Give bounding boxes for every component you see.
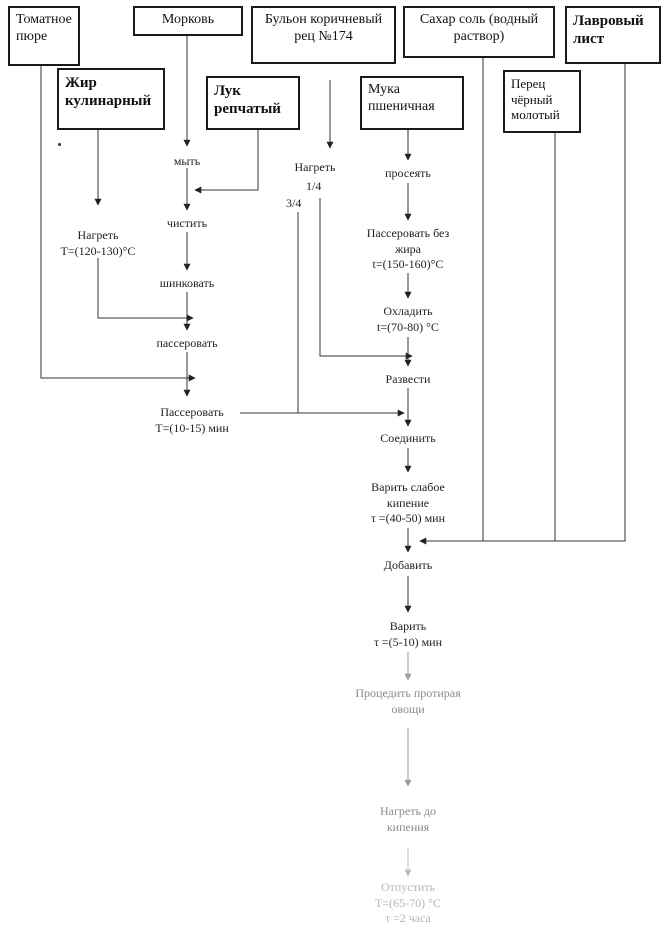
ingredient-carrot: Морковь bbox=[133, 6, 243, 36]
ingredient-fat: Жир кулинарный bbox=[57, 68, 165, 130]
broth-quarter bbox=[319, 198, 413, 360]
ingredient-carrot-label: Морковь bbox=[161, 12, 215, 27]
onion-line bbox=[194, 130, 259, 194]
ingredient-bay-leaf-label: Лавровый лист bbox=[573, 13, 644, 47]
step-strain: Процедить протирая овощи bbox=[355, 686, 461, 716]
ingredient-tomato-puree: Томатное пюре bbox=[8, 6, 80, 66]
step-boil: Варить τ =(5-10) мин bbox=[373, 619, 442, 649]
step-cool: Охладить t=(70-80) °С bbox=[377, 304, 439, 334]
step-peel: чистить bbox=[166, 216, 208, 230]
bay-leaf-line bbox=[419, 62, 626, 545]
ingredient-broth: Бульон коричневый рец №174 bbox=[251, 6, 396, 64]
step-wash: мыть bbox=[173, 154, 201, 168]
ingredient-flour-label: Мука пшеничная bbox=[368, 82, 435, 114]
step-dry-saute: Пассеровать без жира t=(150-160)°С bbox=[366, 226, 450, 272]
step-add: Добавить bbox=[383, 558, 433, 572]
stray-dot bbox=[58, 143, 61, 146]
ingredient-pepper-label: Перец чёрный молотый bbox=[511, 76, 560, 123]
ingredient-bay-leaf: Лавровый лист bbox=[565, 6, 661, 64]
tomato-line bbox=[40, 64, 196, 382]
ingredient-broth-label: Бульон коричневый рец №174 bbox=[264, 12, 383, 44]
step-saute: пассеровать bbox=[156, 336, 218, 350]
step-combine: Соединить bbox=[380, 431, 436, 445]
ingredient-fat-label: Жир кулинарный bbox=[65, 75, 152, 109]
fraction-quarter: 1/4 bbox=[306, 179, 322, 193]
ingredient-pepper: Перец чёрный молотый bbox=[503, 70, 581, 133]
ingredient-sugar-salt-label: Сахар соль (водный раствор) bbox=[419, 12, 539, 44]
heat-fat-to-saute bbox=[97, 258, 194, 322]
ingredient-sugar-salt: Сахар соль (водный раствор) bbox=[403, 6, 555, 58]
step-simmer: Варить слабое кипение τ =(40-50) мин bbox=[370, 480, 445, 526]
ingredient-onion: Лук репчатый bbox=[206, 76, 300, 130]
step-dilute: Развести bbox=[385, 372, 431, 386]
step-sift: просеять bbox=[385, 166, 431, 180]
ingredient-tomato-puree-label: Томатное пюре bbox=[16, 12, 72, 44]
ingredient-onion-label: Лук репчатый bbox=[214, 83, 281, 117]
step-heat-fat: Нагреть Т=(120-130)°С bbox=[60, 228, 136, 258]
step-saute-time: Пассеровать Т=(10-15) мин bbox=[155, 405, 229, 435]
step-heat-broth: Нагреть bbox=[294, 160, 336, 174]
step-heat-boil: Нагреть до кипения bbox=[379, 804, 437, 834]
step-release: Отпустить Т=(65-70) °С τ =2 часа bbox=[375, 880, 441, 926]
fraction-three-quarters: 3/4 bbox=[286, 196, 302, 210]
step-shred: шинковать bbox=[159, 276, 215, 290]
ingredient-flour: Мука пшеничная bbox=[360, 76, 464, 130]
